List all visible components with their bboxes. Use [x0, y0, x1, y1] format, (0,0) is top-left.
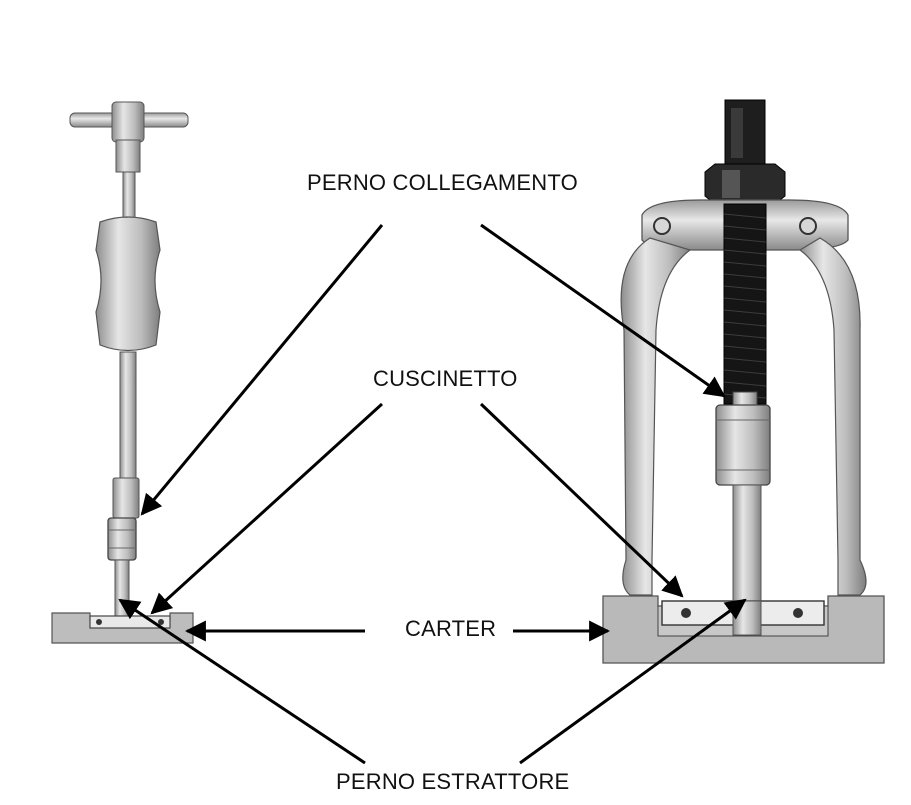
- two-leg-puller: [602, 99, 885, 664]
- t-handle-hub: [111, 101, 145, 143]
- label-perno-estrattore: PERNO ESTRATTORE: [336, 769, 570, 794]
- upper-rod: [122, 171, 136, 221]
- label-cuscinetto: CUSCINETTO: [373, 366, 518, 391]
- arrow-perno-estrattore-right: [519, 598, 747, 765]
- arrow-cuscinetto-right: [479, 402, 684, 598]
- left-puller-leg: [620, 237, 692, 596]
- arrow-perno-estrattore-left: [118, 598, 366, 765]
- rod-coupler: [112, 477, 140, 519]
- left-connecting-adapter: [107, 517, 137, 561]
- right-puller-leg: [798, 237, 867, 596]
- t-handle-neck: [115, 139, 141, 173]
- threaded-screw: [723, 203, 767, 405]
- right-connecting-adapter: [715, 404, 771, 486]
- slide-hammer-puller: [51, 101, 194, 644]
- arrow-perno-collegamento-left: [140, 224, 384, 516]
- arrow-cuscinetto-left: [150, 402, 384, 615]
- label-carter: CARTER: [405, 616, 497, 641]
- label-perno-collegamento: PERNO COLLEGAMENTO: [307, 170, 578, 195]
- hex-nut: [704, 163, 786, 205]
- pointer-lines: [118, 223, 747, 765]
- slide-hammer-weight: [95, 216, 161, 352]
- arrow-perno-collegamento-right: [480, 223, 726, 398]
- hammer-rod: [119, 351, 137, 481]
